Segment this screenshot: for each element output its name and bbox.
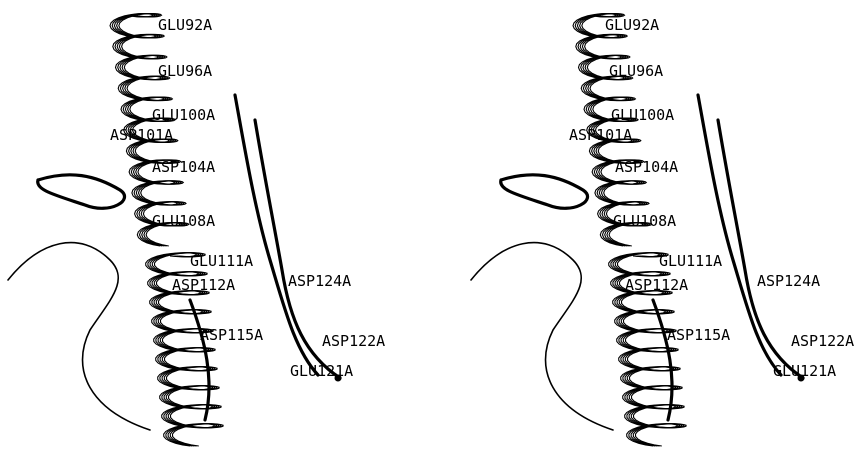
residue-label: GLU111A <box>659 252 722 270</box>
stereo-panel-right: GLU92A GLU96A GLU100A ASP101A ASP104A GL… <box>433 0 865 466</box>
residue-label: GLU100A <box>611 106 674 124</box>
backbone-tube <box>501 175 588 209</box>
residue-label: ASP101A <box>569 126 632 144</box>
residue-label: GLU96A <box>609 62 663 80</box>
residue-label: ASP115A <box>667 326 730 344</box>
residue-label: GLU121A <box>290 362 353 380</box>
residue-label: ASP104A <box>615 158 678 176</box>
residue-label: ASP104A <box>152 158 215 176</box>
residue-label: ASP122A <box>791 332 854 350</box>
residue-label: ASP124A <box>757 272 820 290</box>
residue-label: ASP112A <box>625 276 688 294</box>
residue-label: GLU108A <box>613 212 676 230</box>
residue-label: ASP122A <box>322 332 385 350</box>
backbone-tube <box>38 175 125 209</box>
stereo-panel-left: GLU92A GLU96A GLU100A ASP101A ASP104A GL… <box>0 0 432 466</box>
protein-structure-right: GLU92A GLU96A GLU100A ASP101A ASP104A GL… <box>433 0 865 466</box>
residue-label: GLU108A <box>152 212 215 230</box>
residue-labels-left: GLU92A GLU96A GLU100A ASP101A ASP104A GL… <box>110 16 385 380</box>
residue-label: GLU92A <box>605 16 659 34</box>
residue-label: ASP101A <box>110 126 173 144</box>
residue-label: GLU96A <box>158 62 212 80</box>
protein-structure-left: GLU92A GLU96A GLU100A ASP101A ASP104A GL… <box>0 0 432 466</box>
residue-label: GLU121A <box>773 362 836 380</box>
backbone-tube <box>653 300 672 420</box>
backbone-tube <box>190 300 209 420</box>
residue-label: GLU92A <box>158 16 212 34</box>
backbone-tube <box>471 243 613 430</box>
residue-label: ASP112A <box>172 276 235 294</box>
residue-label: ASP124A <box>288 272 351 290</box>
residue-labels-right: GLU92A GLU96A GLU100A ASP101A ASP104A GL… <box>569 16 854 380</box>
residue-label: GLU100A <box>152 106 215 124</box>
residue-label: GLU111A <box>190 252 253 270</box>
residue-label: ASP115A <box>200 326 263 344</box>
backbone-tube <box>8 243 150 430</box>
